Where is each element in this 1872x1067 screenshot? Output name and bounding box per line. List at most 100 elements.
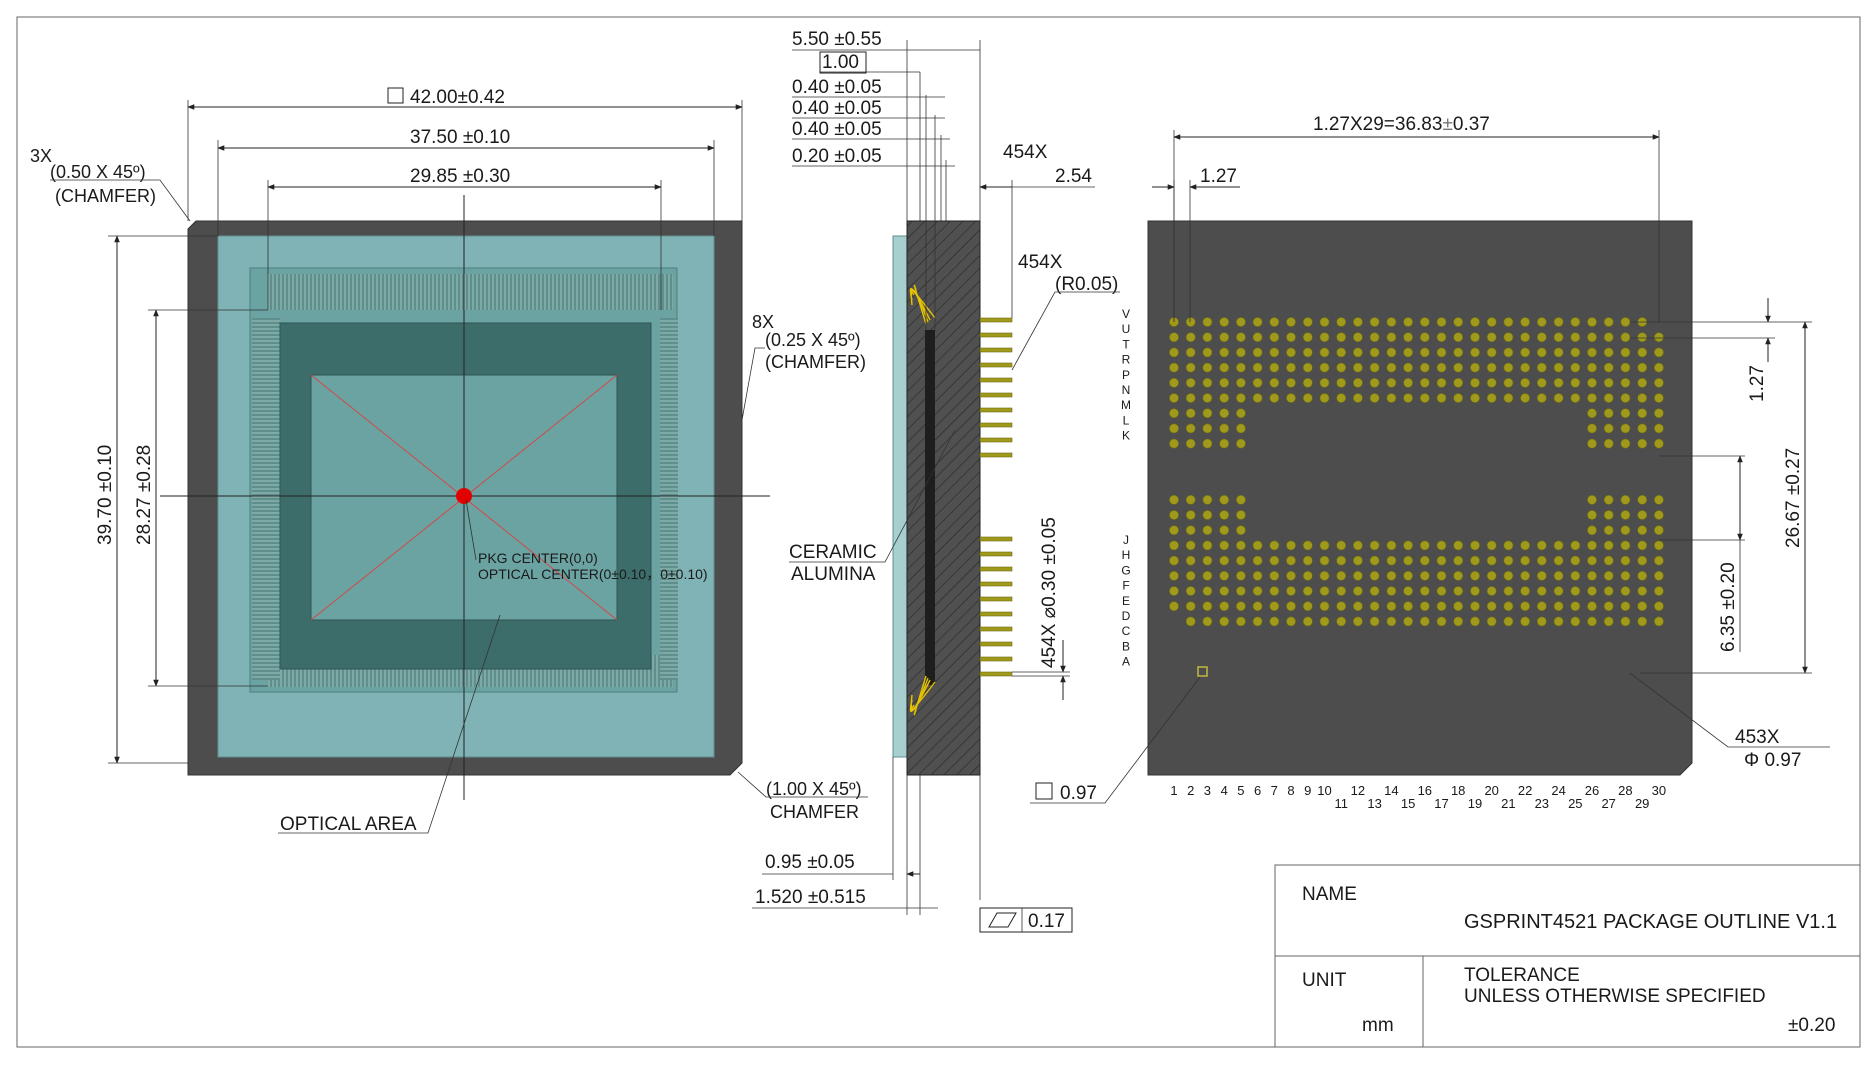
pin-pad: [1252, 332, 1263, 343]
pin-pad: [1637, 393, 1648, 403]
pin-pad: [1185, 616, 1196, 627]
col-label: 8: [1287, 783, 1294, 798]
optical-center-label: OPTICAL CENTER(0±0.10，0±0.10): [478, 566, 708, 582]
pin-pad: [1202, 616, 1213, 627]
square-pad-icon: [1035, 782, 1053, 800]
dim-pitch-total: 1.27X29=36.83±0.37: [1313, 114, 1490, 135]
dim-gap: 6.35 ±0.20: [1718, 562, 1739, 652]
pin-pad: [1236, 616, 1246, 627]
pin-pad: [1436, 616, 1447, 627]
pin-pad: [1185, 525, 1196, 536]
pin-pad: [1570, 616, 1581, 627]
pin-pad: [1169, 601, 1179, 612]
pin-pad: [1319, 332, 1330, 343]
top-view: 42.00±0.42 37.50 ±0.10 29.85 ±0.30 3X (0…: [30, 87, 868, 835]
pin-pad: [1236, 377, 1246, 388]
side-dim-3: 0.40 ±0.05: [792, 77, 882, 98]
pin-pad: [1202, 494, 1213, 505]
pin-pad: [1302, 540, 1313, 551]
pin-pad: [1169, 423, 1179, 434]
pin-pad: [1553, 540, 1564, 551]
pin-pad: [1302, 377, 1313, 388]
pin-pad: [1654, 510, 1664, 520]
pin-pad: [1386, 540, 1397, 551]
pin-pad: [1536, 586, 1547, 596]
pin-pad: [1302, 570, 1313, 581]
pin-pad: [1603, 438, 1614, 449]
pin-pad: [1269, 362, 1280, 373]
pin-pad: [1202, 362, 1213, 373]
pin-pad: [1603, 423, 1614, 434]
pin-pad: [1319, 540, 1330, 551]
pin-pad: [1353, 570, 1363, 581]
col-label: 30: [1652, 783, 1666, 798]
pin-pad: [1286, 586, 1296, 596]
pin-pad: [1520, 393, 1530, 403]
col-label: 7: [1271, 783, 1278, 798]
pin-pad: [1453, 570, 1464, 581]
pin-pad: [1336, 616, 1347, 627]
tolerance-value: ±0.20: [1788, 1015, 1835, 1036]
row-label: T: [1122, 337, 1130, 351]
pin-pad: [1336, 601, 1347, 612]
pin-pad: [1202, 393, 1213, 403]
col-label: 6: [1254, 783, 1261, 798]
pin-pad: [1603, 377, 1614, 388]
pin-pad: [1353, 393, 1363, 403]
pin-pad: [1236, 601, 1246, 612]
pin-pad: [1185, 555, 1196, 566]
pin-pad: [1185, 586, 1196, 596]
pin-pad: [1603, 616, 1614, 627]
pin-pad: [1169, 393, 1179, 403]
pin-pad: [1336, 540, 1347, 551]
pin-pad: [1202, 555, 1213, 566]
glass-cross-section: [892, 235, 908, 758]
pin-pad: [1403, 332, 1413, 343]
pin-pad: [1587, 423, 1597, 434]
pin-pad: [1654, 423, 1664, 434]
pin-count-b: 454X: [1018, 252, 1063, 273]
pin-pad: [1419, 377, 1430, 388]
pin-pad: [1353, 555, 1363, 566]
pin-pad: [1654, 377, 1664, 388]
pin-pad: [1236, 586, 1246, 596]
pin-pad: [1603, 332, 1614, 343]
pin-pad: [1620, 494, 1631, 505]
pin-pad: [1302, 393, 1313, 403]
pin-pad: [1570, 601, 1581, 612]
pin-pad: [1503, 362, 1514, 373]
pin-pad: [1403, 317, 1413, 327]
side-dim-2: 1.00: [822, 52, 859, 73]
pin-pad: [1353, 377, 1363, 388]
pin-pad: [1654, 362, 1664, 373]
col-label: 3: [1204, 783, 1211, 798]
pin-pad: [1219, 347, 1230, 358]
pin-pad: [1252, 347, 1263, 358]
pin-pad: [1386, 601, 1397, 612]
pin-pad: [1236, 393, 1246, 403]
pin-pad: [1570, 347, 1581, 358]
pin-pad: [1637, 586, 1648, 596]
pin-pad: [1453, 555, 1464, 566]
pin-pad: [1236, 362, 1246, 373]
col-label: 2: [1187, 783, 1194, 798]
col-label: 26: [1585, 783, 1599, 798]
pin-pad: [1236, 510, 1246, 520]
pin-pad: [1419, 616, 1430, 627]
pin-pad: [1536, 393, 1547, 403]
pin-pad: [1252, 377, 1263, 388]
pin-pad: [1302, 347, 1313, 358]
pin-pad: [1536, 362, 1547, 373]
optical-area-label: OPTICAL AREA: [280, 814, 417, 835]
pin-pad: [1637, 510, 1648, 520]
pin-pad: [1403, 362, 1413, 373]
flatness-value: 0.17: [1028, 911, 1065, 932]
pin-pad: [1654, 540, 1664, 551]
pin-pad: [1236, 408, 1246, 419]
pin-pad: [1353, 601, 1363, 612]
pin-pad: [1503, 555, 1514, 566]
pin-pad: [1302, 616, 1313, 627]
square-symbol-icon: [387, 87, 404, 104]
pin-pad: [1219, 616, 1230, 627]
